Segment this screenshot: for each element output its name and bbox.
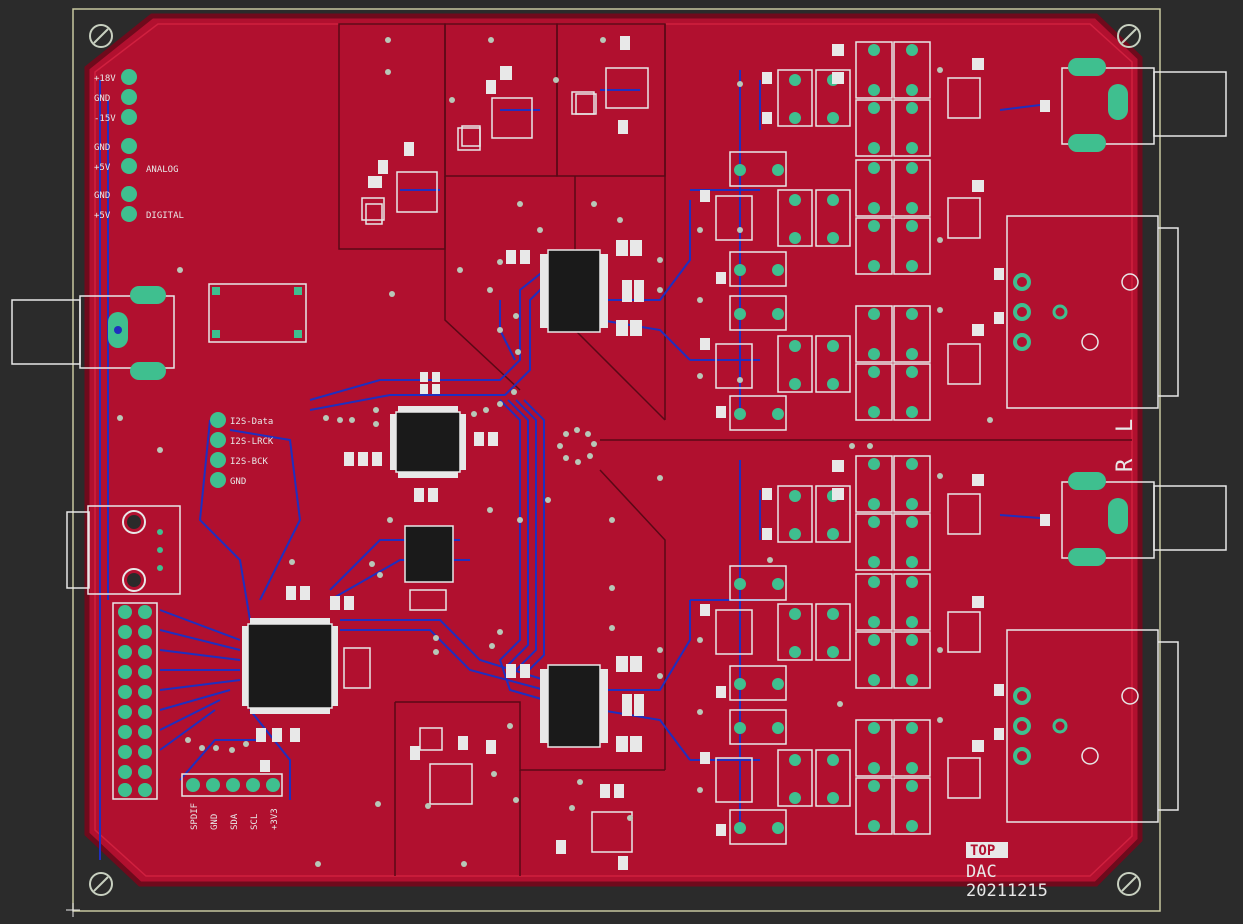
main-ics[interactable] [247,249,601,748]
ic-dac-left[interactable] [547,249,601,333]
ic-pins [242,254,608,743]
mounting-holes [89,24,1141,896]
label-plus5v-analog: +5V [94,163,111,173]
rca-output-left[interactable] [1061,58,1227,152]
label-plus5v-digital: +5V [94,211,111,221]
xlr-output-right[interactable] [1006,629,1179,823]
label-gnd-power: GND [94,94,110,104]
origin-marker [66,903,80,917]
label-spdif: SPDIF [190,803,200,830]
voltage-regulators[interactable] [361,67,649,853]
ic-mcu-qfp[interactable] [247,623,333,709]
i2s-header[interactable] [210,412,226,488]
layer-tag: TOP [970,843,995,859]
copper-pour-top[interactable] [84,13,1143,887]
label-3v3: +3V3 [270,808,280,830]
xlr-output-left[interactable] [1006,215,1179,409]
terminal-block[interactable] [208,283,307,343]
power-header[interactable] [121,69,137,222]
output-stage-left-pads [734,44,918,420]
label-gnd-digital: GND [94,191,110,201]
output-stage-right-pads [734,458,918,834]
label-minus15v: -15V [94,114,116,124]
routed-traces[interactable] [99,70,1041,860]
label-plus18v: +18V [94,74,116,84]
via-ring [557,427,597,465]
label-gnd-bottom: GND [210,814,220,830]
spdif-connector[interactable] [66,505,181,595]
label-analog: ANALOG [146,165,179,175]
label-channel-right: R [1113,458,1138,472]
board-name: DAC [966,862,997,882]
ic-dac-right[interactable] [547,664,601,748]
board-title-block: TOP DAC 20211215 [966,842,1048,901]
control-header[interactable] [181,773,283,797]
label-scl: SCL [250,814,260,830]
output-stage-right[interactable] [715,455,981,845]
label-digital: DIGITAL [146,211,184,221]
label-channel-left: L [1113,419,1138,432]
ic-clock-qfn[interactable] [404,525,454,583]
copper-pour-inner-edge [94,23,1133,877]
dc-power-jack[interactable] [11,286,175,380]
label-i2s-lrck: I2S-LRCK [230,437,274,447]
label-i2s-bck: I2S-BCK [230,457,269,467]
board-outline [72,8,1161,912]
label-sda: SDA [230,813,240,830]
output-stage-left[interactable] [715,41,981,431]
label-gnd-analog: GND [94,143,110,153]
smd-passives [256,36,1050,870]
board-date: 20211215 [966,881,1048,901]
silkscreen-labels: +18V GND -15V GND +5V ANALOG GND +5V DIG… [94,74,1138,830]
zone-boundaries [338,23,1132,876]
label-i2s-gnd: GND [230,477,246,487]
ic-receiver-qfp[interactable] [395,411,461,473]
pin-header-2x9[interactable] [112,602,158,800]
rca-output-right[interactable] [1061,472,1227,566]
label-i2s-data: I2S-Data [230,417,273,427]
vias [117,37,993,867]
